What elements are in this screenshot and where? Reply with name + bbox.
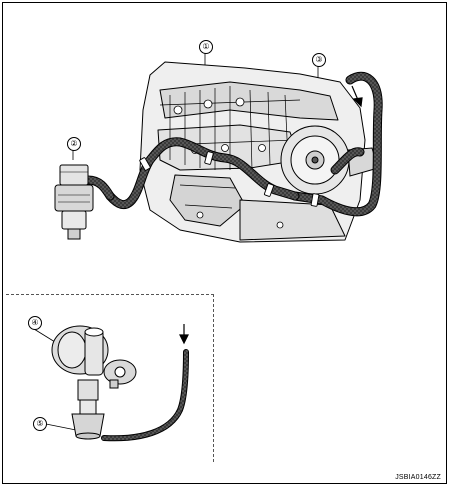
inset-strainer <box>71 399 105 440</box>
callout-5: ⑤ <box>33 417 47 431</box>
arrow-down-icon <box>179 324 189 345</box>
hose-clamps <box>139 151 320 207</box>
oil-cooler-unit <box>54 164 94 240</box>
oil-pump-housing <box>280 125 379 195</box>
callout-3: ③ <box>312 53 326 67</box>
detail-inset-frame <box>6 294 214 462</box>
callout-4: ④ <box>28 316 42 330</box>
fluid-hoses <box>83 71 383 217</box>
figure-frame <box>2 2 447 484</box>
figure-code: JSBIA0146ZZ <box>395 474 441 481</box>
arrow-down-icon <box>351 85 363 108</box>
inset-pump-assembly <box>51 325 137 401</box>
callout-1: ① <box>199 40 213 54</box>
callout-2: ② <box>67 137 81 151</box>
inset-hose <box>101 349 189 442</box>
